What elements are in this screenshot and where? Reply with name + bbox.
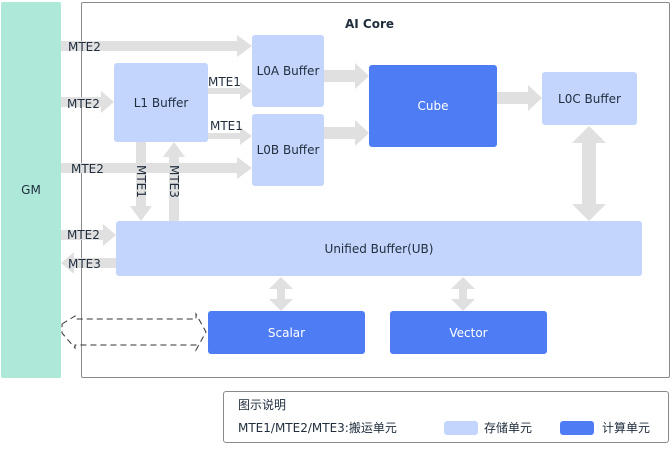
vector-label: Vector: [449, 325, 488, 340]
dashed-gm-scalar-arrow: [61, 312, 207, 352]
mte1-label-l0a: MTE1: [208, 75, 241, 89]
arrow-l0a-to-cube: [324, 63, 369, 89]
mte2-label-l0b: MTE2: [71, 162, 104, 176]
mte1-label-down: MTE1: [134, 165, 148, 198]
arrow-l0b-to-cube: [324, 120, 369, 146]
l1-buffer-label: L1 Buffer: [133, 95, 189, 110]
mte2-label-ub: MTE2: [67, 228, 100, 242]
arrow-l1-to-l0b: [208, 127, 252, 145]
gm-block: GM: [1, 2, 61, 378]
scalar-label: Scalar: [267, 325, 306, 340]
l0a-buffer-label: L0A Buffer: [256, 64, 320, 78]
scalar-block: Scalar: [208, 311, 365, 354]
mte2-label-l1: MTE2: [67, 97, 100, 111]
legend-move-unit-label: MTE1/MTE2/MTE3:搬运单元: [238, 421, 397, 435]
legend-title: 图示说明: [238, 398, 287, 412]
arrow-l0c-ub: [572, 126, 606, 221]
l0c-buffer-block: L0C Buffer: [542, 72, 637, 125]
mte3-label-ub: MTE3: [68, 257, 101, 271]
legend-box: 图示说明 MTE1/MTE2/MTE3:搬运单元 存储单元 计算单元: [223, 391, 669, 443]
arrow-gm-to-l0a: [61, 35, 252, 57]
arrow-gm-to-ub: [61, 224, 116, 246]
arrow-gm-to-l0b: [61, 157, 252, 179]
mte2-label-top: MTE2: [68, 40, 101, 54]
legend-compute-swatch: [560, 421, 594, 435]
unified-buffer-block: Unified Buffer(UB): [116, 221, 642, 276]
arrow-l1-to-l0a: [208, 82, 252, 100]
arrow-l1-to-ub: [130, 142, 152, 221]
legend-storage-swatch: [444, 421, 478, 435]
arrow-ub-to-l1: [163, 142, 185, 221]
l0b-buffer-block: L0B Buffer: [252, 114, 324, 186]
l0c-buffer-label: L0C Buffer: [558, 91, 621, 106]
l1-buffer-block: L1 Buffer: [114, 63, 208, 142]
ai-core-title: AI Core: [345, 17, 395, 31]
arrow-cube-to-l0c: [497, 85, 542, 111]
mte1-label-l0b: MTE1: [210, 119, 243, 133]
vector-block: Vector: [390, 311, 547, 354]
legend-compute-label: 计算单元: [602, 421, 651, 435]
l0b-buffer-label: L0B Buffer: [256, 143, 320, 157]
arrow-ub-scalar: [269, 277, 293, 311]
l0a-buffer-block: L0A Buffer: [252, 35, 324, 107]
arrow-ub-to-gm: [61, 252, 116, 274]
mte3-label-up: MTE3: [167, 165, 181, 198]
cube-block: Cube: [369, 65, 497, 147]
unified-buffer-label: Unified Buffer(UB): [324, 241, 434, 256]
gm-label: GM: [21, 183, 41, 197]
legend-storage-label: 存储单元: [484, 421, 533, 435]
cube-label: Cube: [417, 99, 449, 113]
arrow-ub-vector: [451, 277, 475, 311]
arrow-gm-to-l1: [61, 91, 114, 113]
ai-core-frame: [81, 2, 670, 378]
